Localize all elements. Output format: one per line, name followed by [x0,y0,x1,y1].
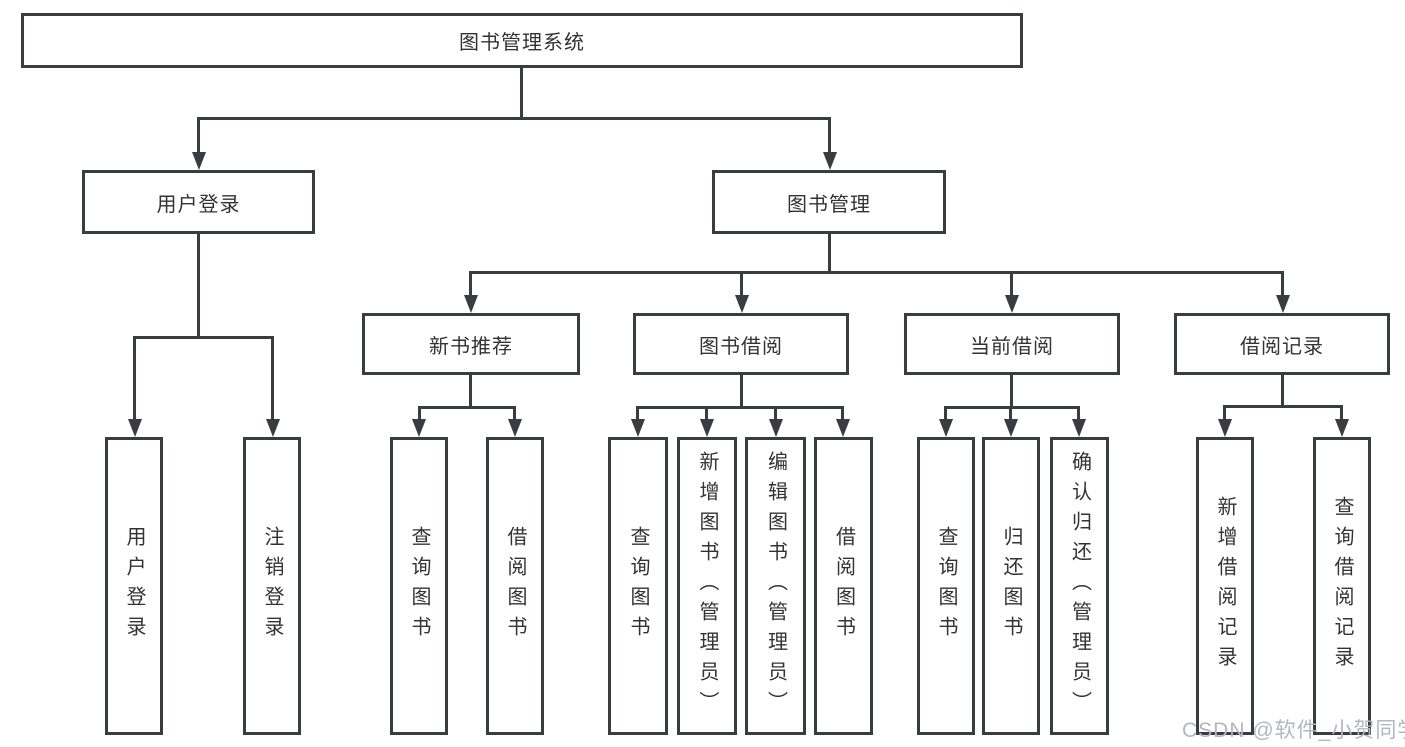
arrow-down-icon [266,419,280,437]
arrow-down-icon [508,419,522,437]
node-book-borrow: 图书借阅 [633,313,849,375]
leaf-recommend-borrow-book: 借阅图书 [486,437,544,735]
connector-line [197,117,200,154]
connector-line [1010,375,1013,407]
connector-line [133,336,136,420]
arrow-down-icon [1072,419,1086,437]
connector-line [705,406,708,421]
connector-line [1009,406,1012,421]
arrow-down-icon [939,419,953,437]
connector-line [841,406,844,421]
connector-line [828,234,831,273]
arrow-down-icon [735,295,749,313]
connector-line [1281,271,1284,297]
csdn-watermark: CSDN @软件_小贺同学 [1182,719,1405,742]
leaf-current-return-book: 归还图书 [982,437,1040,735]
arrow-down-icon [1335,419,1349,437]
connector-line [469,375,472,407]
leaf-recommend-query-book: 查询图书 [390,437,448,735]
connector-line [740,375,743,407]
leaf-current-confirm-return-admin: 确认归还（管理员） [1050,437,1109,735]
node-user-login: 用户登录 [82,170,315,234]
connector-line [133,336,274,339]
node-root-title: 图书管理系统 [21,13,1023,68]
arrow-down-icon [836,419,850,437]
leaf-borrow-add-book-admin: 新增图书（管理员） [677,437,737,735]
connector-line [944,406,1080,409]
connector-line [1281,375,1284,406]
connector-line [418,406,516,409]
node-borrow-record: 借阅记录 [1174,313,1390,375]
arrow-down-icon [1218,419,1232,437]
arrow-down-icon [1004,419,1018,437]
leaf-record-add-record: 新增借阅记录 [1196,437,1254,735]
node-book-management: 图书管理 [712,170,946,234]
arrow-down-icon [769,419,783,437]
connector-line [418,406,421,421]
arrow-down-icon [700,419,714,437]
connector-line [1010,271,1013,297]
arrow-down-icon [464,295,478,313]
node-new-book-recommend: 新书推荐 [362,313,580,375]
connector-line [774,406,777,421]
connector-line [1223,405,1343,408]
connector-line [1077,406,1080,421]
leaf-borrow-edit-book-admin: 编辑图书（管理员） [745,437,806,735]
arrow-down-icon [631,419,645,437]
arrow-down-icon [412,419,426,437]
leaf-user-login: 用户登录 [105,437,163,735]
connector-line [520,68,523,118]
leaf-logout: 注销登录 [243,437,301,735]
connector-line [469,271,472,297]
connector-line [828,117,831,154]
connector-line [1223,405,1226,421]
connector-line [197,117,831,120]
connector-line [944,406,947,421]
arrow-down-icon [1005,295,1019,313]
leaf-borrow-borrow-book: 借阅图书 [814,437,873,735]
connector-line [469,271,1284,274]
arrow-down-icon [128,419,142,437]
leaf-record-query-record: 查询借阅记录 [1313,437,1371,735]
connector-line [1340,405,1343,421]
arrow-down-icon [192,152,206,170]
leaf-borrow-query-book: 查询图书 [608,437,668,735]
connector-line [513,406,516,421]
node-current-borrow: 当前借阅 [904,313,1120,375]
arrow-down-icon [1276,295,1290,313]
arrow-down-icon [823,152,837,170]
leaf-current-query-book: 查询图书 [917,437,975,735]
connector-line [636,406,844,409]
connector-line [636,406,639,421]
connector-line [740,271,743,297]
connector-line [197,234,200,338]
connector-line [271,336,274,420]
